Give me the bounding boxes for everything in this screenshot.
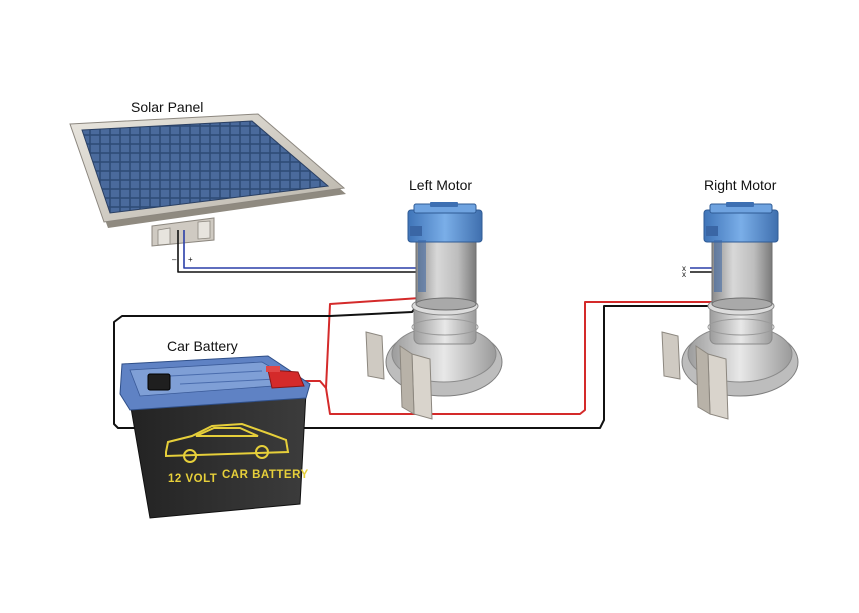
negative-mark: – xyxy=(172,255,177,264)
right-motor-x-mark-1: x xyxy=(682,264,686,273)
red-positive-wire xyxy=(302,291,723,415)
car-battery: 12 VOLT CAR BATTERY xyxy=(119,355,311,519)
battery-voltage-text: 12 VOLT xyxy=(168,473,217,485)
left-motor xyxy=(365,201,503,420)
solar-panel-label: Solar Panel xyxy=(131,99,203,115)
right-motor-label: Right Motor xyxy=(704,177,777,193)
positive-terminal xyxy=(267,369,305,389)
solar-positive-wire xyxy=(183,230,423,269)
negative-terminal xyxy=(147,373,171,391)
positive-mark: + xyxy=(188,255,193,264)
solar-panel xyxy=(69,113,346,247)
left-motor-label: Left Motor xyxy=(409,177,472,193)
battery-name-text: CAR BATTERY xyxy=(222,469,309,481)
right-motor xyxy=(661,201,799,420)
car-battery-label: Car Battery xyxy=(167,338,238,354)
car-outline-icon xyxy=(165,422,290,463)
right-motor-lead-blue xyxy=(690,246,715,269)
right-motor-x-mark-2: x xyxy=(682,270,686,279)
